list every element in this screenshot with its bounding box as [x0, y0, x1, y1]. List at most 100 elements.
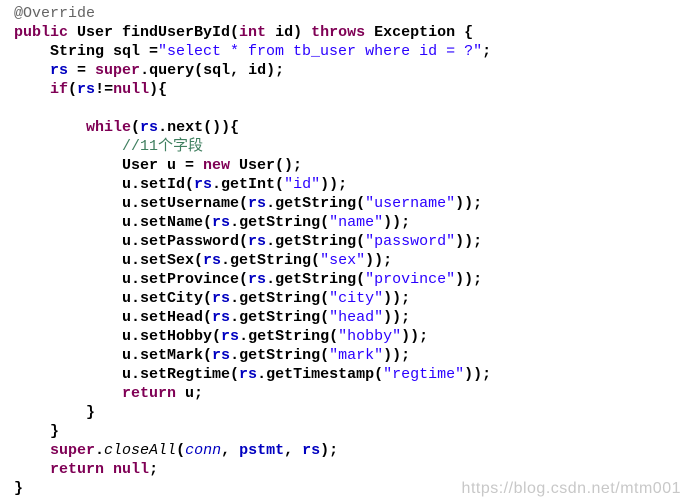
code-token: User(); [230, 157, 303, 174]
code-token: null [113, 81, 150, 98]
code-token: rs [248, 195, 267, 212]
code-token [14, 385, 122, 402]
code-token: )); [383, 309, 411, 326]
code-token: super [50, 442, 96, 459]
code-token: ; [482, 43, 492, 60]
code-token: rs [221, 328, 240, 345]
code-line: u.setRegtime(rs.getTimestamp("regtime"))… [14, 365, 491, 384]
code-token: ); [320, 442, 339, 459]
code-line: u.setPassword(rs.getString("password")); [14, 232, 491, 251]
code-token: conn [185, 442, 222, 459]
code-token: )); [455, 195, 483, 212]
code-token: != [95, 81, 114, 98]
code-token: User u = [14, 157, 204, 174]
code-token: u.setSex( [14, 252, 204, 269]
code-token: u.setCity( [14, 290, 213, 307]
code-token: ; [149, 461, 159, 478]
code-token [104, 461, 113, 478]
code-token [14, 81, 50, 98]
code-token: "username" [365, 195, 456, 212]
code-token [14, 62, 50, 79]
code-token: while [86, 119, 132, 136]
code-token: rs [194, 176, 213, 193]
code-token: rs [212, 290, 231, 307]
code-token: String sql = [14, 43, 159, 60]
code-token: u; [176, 385, 204, 402]
code-token: .getInt( [212, 176, 285, 193]
code-line: //11个字段 [14, 137, 491, 156]
code-token: } [14, 480, 24, 497]
code-token: rs [212, 347, 231, 364]
code-token: .query(sql, id); [140, 62, 285, 79]
code-line: String sql ="select * from tb_user where… [14, 42, 491, 61]
code-line: return null; [14, 460, 491, 479]
code-line: super.closeAll(conn, pstmt, rs); [14, 441, 491, 460]
code-token: )); [455, 271, 483, 288]
code-token: )); [320, 176, 348, 193]
code-token: ( [68, 81, 78, 98]
code-token: rs [140, 119, 159, 136]
code-token: rs [50, 62, 69, 79]
code-token: "select * from tb_user where id = ?" [158, 43, 483, 60]
code-token: = [68, 62, 96, 79]
code-token: User findUserById( [77, 24, 240, 41]
code-line: u.setId(rs.getInt("id")); [14, 175, 491, 194]
code-token: u.setName( [14, 214, 213, 231]
code-line: u.setName(rs.getString("name")); [14, 213, 491, 232]
code-token: .getTimestamp( [257, 366, 384, 383]
code-token: if [50, 81, 69, 98]
code-token: .getString( [230, 309, 330, 326]
code-token: int [239, 24, 267, 41]
code-token: Exception { [365, 24, 474, 41]
code-token: )); [383, 290, 411, 307]
code-line: if(rs!=null){ [14, 80, 491, 99]
code-token: u.setPassword( [14, 233, 249, 250]
code-token: ( [176, 442, 186, 459]
code-token: //11个字段 [122, 138, 204, 155]
code-token: return [122, 385, 177, 402]
code-token: "sex" [320, 252, 366, 269]
code-token: rs [302, 442, 321, 459]
code-token: ){ [149, 81, 168, 98]
code-token: rs [239, 366, 258, 383]
code-token: .getString( [221, 252, 321, 269]
code-token: "name" [329, 214, 384, 231]
code-line: @Override [14, 4, 491, 23]
code-token: throws [311, 24, 366, 41]
code-token: new [203, 157, 231, 174]
code-token: "regtime" [383, 366, 465, 383]
code-token: closeAll [104, 442, 177, 459]
code-line: return u; [14, 384, 491, 403]
code-token: u.setHobby( [14, 328, 222, 345]
code-token: )); [401, 328, 429, 345]
code-token [14, 461, 50, 478]
code-token: rs [203, 252, 222, 269]
code-token: } [14, 423, 60, 440]
code-token: .getString( [230, 290, 330, 307]
code-token: null [113, 461, 150, 478]
code-token: )); [383, 214, 411, 231]
code-token: "city" [329, 290, 384, 307]
code-token: rs [212, 214, 231, 231]
code-token: "head" [329, 309, 384, 326]
code-token: ( [131, 119, 141, 136]
code-line: u.setHobby(rs.getString("hobby")); [14, 327, 491, 346]
code-token: "id" [284, 176, 321, 193]
code-token: , [221, 442, 240, 459]
code-token: .getString( [266, 195, 366, 212]
code-token: .getString( [266, 233, 366, 250]
code-token: . [95, 442, 105, 459]
code-line: u.setUsername(rs.getString("username")); [14, 194, 491, 213]
code-line [14, 99, 491, 118]
code-line: u.setMark(rs.getString("mark")); [14, 346, 491, 365]
code-token: return [50, 461, 105, 478]
code-token: pstmt [239, 442, 285, 459]
code-line: u.setProvince(rs.getString("province")); [14, 270, 491, 289]
code-token: u.setUsername( [14, 195, 249, 212]
code-token: "hobby" [338, 328, 402, 345]
code-token: .getString( [230, 214, 330, 231]
code-token: @Override [14, 5, 96, 22]
code-token: .next()){ [158, 119, 240, 136]
code-token: "password" [365, 233, 456, 250]
